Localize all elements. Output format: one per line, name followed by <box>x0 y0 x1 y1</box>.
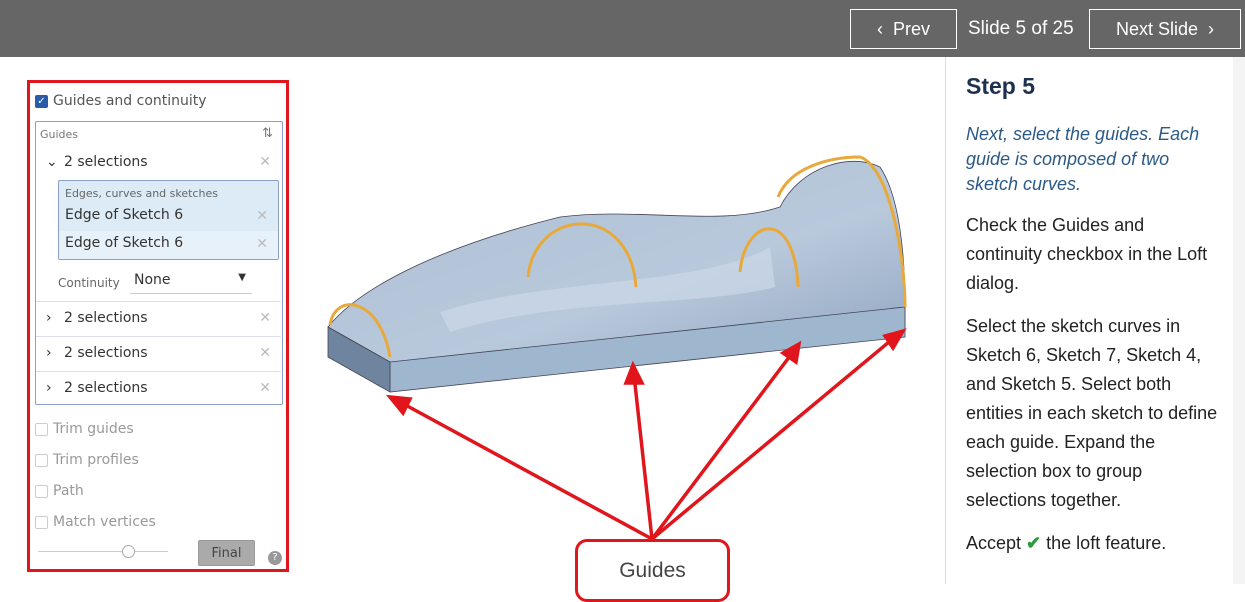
continuity-label: Continuity <box>58 276 120 290</box>
selection-label: 2 selections <box>64 380 148 396</box>
dropdown-icon: ▼ <box>238 272 246 283</box>
close-icon[interactable]: ✕ <box>259 154 271 170</box>
match-vertices-label: Match vertices <box>53 514 156 530</box>
trim-profiles-label: Trim profiles <box>53 452 139 468</box>
edges-selection-box[interactable]: Edges, curves and sketches Edge of Sketc… <box>58 180 279 260</box>
guides-label: Guides <box>40 128 79 141</box>
close-icon[interactable]: ✕ <box>256 236 268 252</box>
prev-button[interactable]: ‹ Prev <box>850 9 957 49</box>
slide-image: Guides <box>0 57 945 602</box>
step-paragraph: Select the sketch curves in Sketch 6, Sk… <box>966 316 1218 510</box>
accept-text: Accept <box>966 533 1022 553</box>
accept-text-rest: the loft feature. <box>1046 533 1167 553</box>
path-checkbox[interactable] <box>35 485 48 498</box>
guides-continuity-checkbox[interactable]: ✓ <box>35 95 48 108</box>
trim-guides-label: Trim guides <box>53 421 134 437</box>
trim-guides-checkbox[interactable] <box>35 423 48 436</box>
next-slide-button[interactable]: Next Slide › <box>1089 9 1241 49</box>
close-icon[interactable]: ✕ <box>259 310 271 326</box>
help-icon[interactable]: ? <box>268 551 282 565</box>
guides-callout: Guides <box>575 539 730 602</box>
final-button[interactable]: Final <box>198 540 255 566</box>
chevron-down-icon: ⌄ <box>46 154 58 170</box>
continuity-select[interactable]: None ▼ <box>130 270 252 294</box>
slider-handle[interactable] <box>122 545 135 558</box>
checkmark-icon: ✔ <box>1026 533 1042 553</box>
chevron-right-icon: › <box>1208 18 1215 39</box>
guides-continuity-label: Guides and continuity <box>53 93 207 109</box>
loft-model-illustration <box>327 155 907 541</box>
chevron-right-icon: › <box>46 380 52 396</box>
prev-label: Prev <box>892 18 930 39</box>
selection-label: 2 selections <box>64 345 148 361</box>
selection-group[interactable]: ⌄ 2 selections ✕ <box>36 146 281 181</box>
guide-arrows <box>385 328 907 541</box>
edge-item[interactable]: Edge of Sketch 6 <box>65 207 184 223</box>
sel-box-label: Edges, curves and sketches <box>65 187 218 200</box>
continuity-value: None <box>134 272 171 288</box>
step-title: Step 5 <box>966 73 1036 99</box>
next-label: Next Slide <box>1115 18 1199 39</box>
scrollbar[interactable] <box>1233 57 1245 584</box>
slide-counter: Slide 5 of 25 <box>968 18 1074 39</box>
sort-icon[interactable]: ⇅ <box>262 126 273 141</box>
selection-group[interactable]: › 2 selections ✕ <box>36 301 281 336</box>
slider-track[interactable] <box>38 551 168 552</box>
path-label: Path <box>53 483 84 499</box>
top-bar: ‹ Prev Slide 5 of 25 Next Slide › <box>0 0 1245 57</box>
step-paragraph: Check the Guides and continuity checkbox… <box>966 215 1208 293</box>
close-icon[interactable]: ✕ <box>256 208 268 224</box>
loft-dialog-highlight: ✓ Guides and continuity Guides ⇅ ⌄ 2 sel… <box>27 80 289 572</box>
chevron-right-icon: › <box>46 345 52 361</box>
step-intro: Next, select the guides. Each guide is c… <box>966 124 1200 194</box>
edge-item[interactable]: Edge of Sketch 6 <box>65 235 184 251</box>
selection-label: 2 selections <box>64 310 148 326</box>
selection-label: 2 selections <box>64 154 148 170</box>
chevron-right-icon: › <box>46 310 52 326</box>
selection-group[interactable]: › 2 selections ✕ <box>36 336 281 371</box>
step-panel: Step 5 Next, select the guides. Each gui… <box>945 57 1245 584</box>
step-paragraph: Accept ✔ the loft feature. <box>966 529 1225 558</box>
guides-selection-box[interactable]: Guides ⇅ ⌄ 2 selections ✕ Edges, curves … <box>35 121 283 405</box>
chevron-left-icon: ‹ <box>876 18 883 39</box>
close-icon[interactable]: ✕ <box>259 380 271 396</box>
close-icon[interactable]: ✕ <box>259 345 271 361</box>
trim-profiles-checkbox[interactable] <box>35 454 48 467</box>
selection-group[interactable]: › 2 selections ✕ <box>36 371 281 406</box>
match-vertices-checkbox[interactable] <box>35 516 48 529</box>
